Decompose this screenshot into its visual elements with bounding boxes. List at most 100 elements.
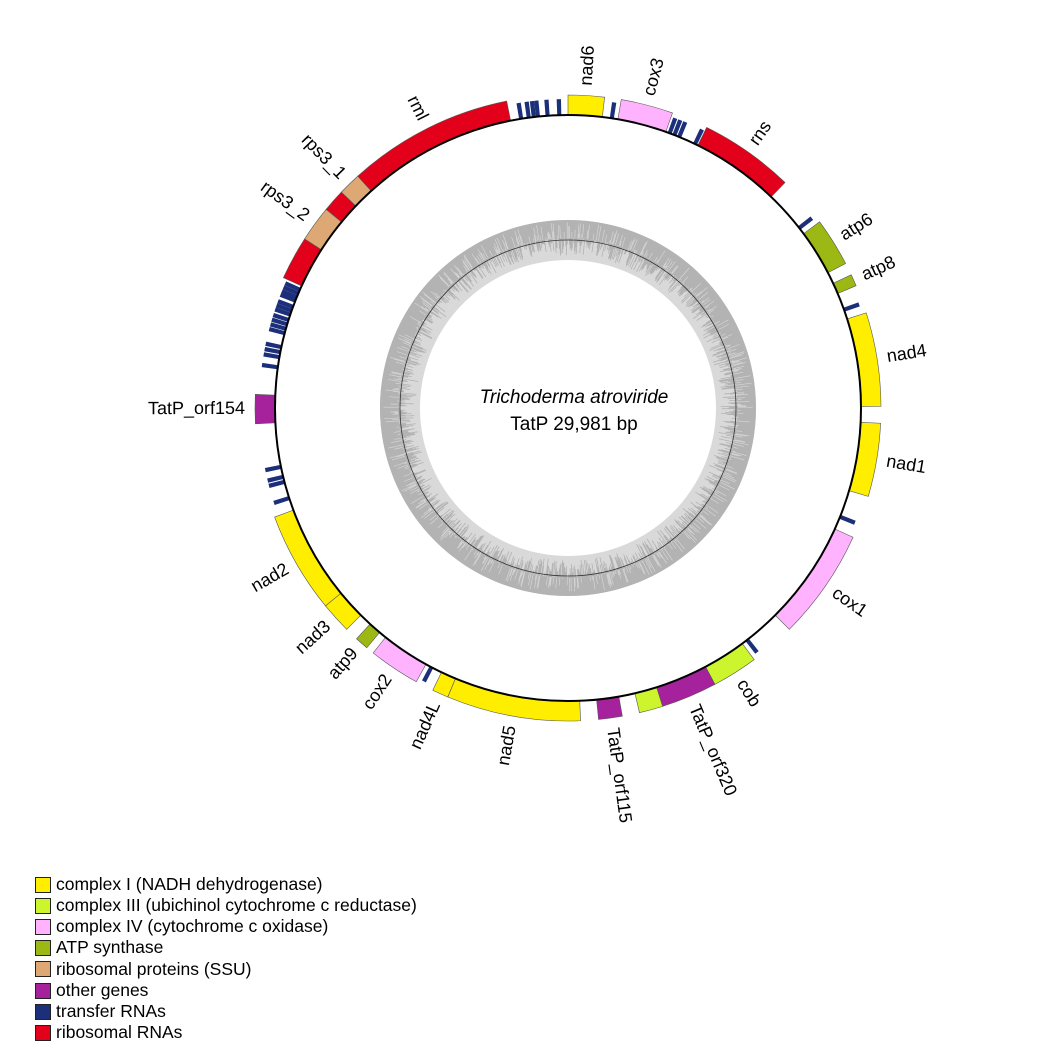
trna-gene — [268, 479, 285, 488]
gene-tatp-orf320 — [656, 666, 716, 707]
trna-gene — [524, 101, 531, 118]
legend-label: ribosomal proteins (SSU) — [56, 958, 252, 979]
genome-size: TatP 29,981 bp — [510, 414, 637, 435]
trna-gene — [282, 285, 300, 296]
gene-nad2 — [274, 509, 342, 607]
trna-gene — [609, 102, 617, 119]
trna-gene — [839, 514, 856, 525]
trna-gene — [797, 216, 814, 230]
trna-gene — [667, 117, 678, 134]
legend-item: transfer RNAs — [35, 1001, 417, 1022]
trna-gene — [677, 121, 688, 138]
gene-label: nad6 — [576, 45, 598, 86]
gene-cox1 — [774, 528, 854, 630]
legend-item: other genes — [35, 980, 417, 1001]
gene-label: TatP_orf115 — [602, 726, 636, 824]
gene-label: nad2 — [247, 559, 292, 596]
gene-label: nad4L — [405, 698, 444, 752]
trna-gene — [534, 100, 540, 117]
trna-gene — [672, 119, 683, 136]
gene-rns — [697, 126, 786, 198]
legend-item: ATP synthase — [35, 938, 417, 959]
gene-label: TatP_orf320 — [684, 701, 741, 799]
gc-midline — [399, 239, 737, 577]
trna-gene — [269, 322, 287, 331]
gc-ring-outer-band — [379, 220, 756, 596]
trna-gene — [275, 303, 293, 313]
trna-gene — [843, 302, 860, 312]
genome-backbone-circle — [274, 114, 862, 702]
legend-label: other genes — [56, 979, 149, 1000]
legend-label: ribosomal RNAs — [56, 1022, 183, 1043]
legend-swatch — [35, 982, 51, 999]
gene-rml — [357, 100, 511, 192]
legend-item: ribosomal RNAs — [35, 1022, 417, 1043]
gene-nad6 — [567, 94, 605, 118]
legend-swatch — [35, 876, 51, 893]
legend-swatch — [35, 1024, 51, 1041]
trna-gene — [265, 341, 282, 350]
trna-gene — [272, 313, 290, 322]
legend-swatch — [35, 1003, 51, 1020]
trna-gene — [745, 638, 759, 654]
trna-gene — [277, 299, 294, 309]
gene-atp9 — [356, 623, 381, 649]
gene-label: rns — [745, 117, 776, 149]
gene-label: atp8 — [858, 252, 898, 285]
legend-item: ribosomal proteins (SSU) — [35, 959, 417, 980]
gene-track — [254, 94, 882, 722]
trna-gene — [264, 464, 282, 473]
trna-gene — [516, 102, 524, 120]
legend-item: complex I (NADH dehydrogenase) — [35, 874, 417, 895]
gene-label: cob — [733, 675, 765, 710]
trna-gene — [273, 496, 290, 506]
gene-label: nad4 — [885, 340, 928, 366]
trna-gene — [529, 100, 536, 118]
legend: complex I (NADH dehydrogenase)complex II… — [35, 874, 417, 1044]
gene-label: rps3_1 — [297, 130, 350, 184]
legend-label: complex III (ubichinol cytochrome c redu… — [56, 895, 417, 916]
trna-gene — [422, 666, 434, 683]
legend-label: ATP synthase — [56, 937, 164, 958]
trna-gene — [544, 99, 550, 116]
gene-label: atp6 — [836, 209, 876, 245]
trna-gene — [263, 352, 280, 360]
trna-gene — [284, 281, 301, 292]
gene-nad1 — [848, 421, 881, 497]
gene-label: TatP_orf154 — [148, 398, 245, 419]
gene-label: nad3 — [291, 616, 334, 658]
legend-swatch — [35, 897, 51, 914]
trna-gene — [279, 292, 297, 303]
trna-gene — [271, 317, 288, 327]
gene-label: cox1 — [829, 583, 872, 621]
gene-tatp-orf154 — [254, 394, 276, 425]
legend-item: complex IV (cytochrome c oxidase) — [35, 916, 417, 937]
gene-nad4 — [846, 312, 882, 407]
gene-nad5 — [447, 678, 581, 722]
trna-gene — [264, 346, 281, 355]
gene-label: rps3_2 — [257, 176, 314, 225]
trna-gene — [268, 327, 286, 336]
legend-item: complex III (ubichinol cytochrome c redu… — [35, 895, 417, 916]
trna-gene — [693, 128, 704, 145]
organism-name: Trichoderma atroviride — [480, 387, 669, 408]
gc-content-ring — [379, 220, 756, 596]
gene-label: cox2 — [358, 670, 396, 713]
trna-gene — [281, 289, 298, 300]
legend-swatch — [35, 940, 51, 957]
legend-swatch — [35, 918, 51, 935]
gene-label: rml — [404, 92, 433, 123]
legend-label: transfer RNAs — [56, 1000, 166, 1021]
gene-label: cox3 — [639, 56, 668, 98]
legend-swatch — [35, 961, 51, 978]
trna-gene — [556, 99, 562, 116]
trna-gene — [261, 362, 279, 370]
legend-label: complex IV (cytochrome c oxidase) — [56, 916, 329, 937]
trna-gene — [274, 307, 291, 317]
gene-cox3 — [617, 99, 673, 133]
gc-content-spikes-light — [383, 222, 753, 592]
gene-label: nad5 — [493, 724, 520, 767]
trna-gene — [267, 474, 284, 483]
gene-label: nad1 — [885, 451, 928, 477]
